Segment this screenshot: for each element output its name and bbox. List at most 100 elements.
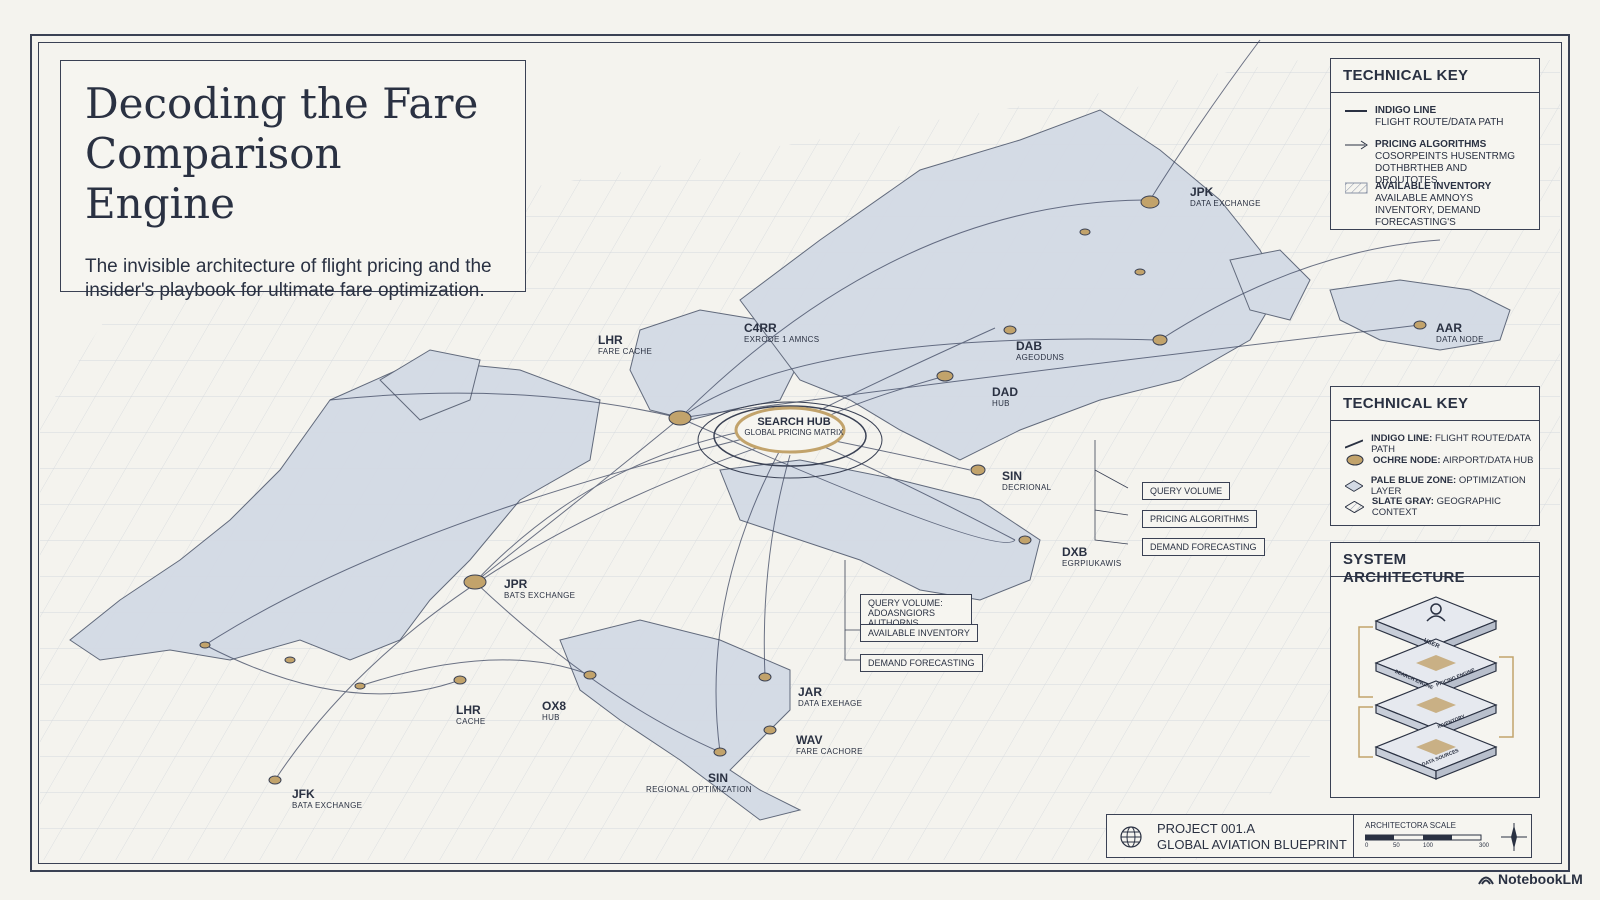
pale-blue-zone-icon: [1345, 480, 1363, 492]
outer-frame: [30, 34, 1570, 872]
leader-lines: [844, 440, 1129, 661]
callout-pricing-algorithms: PRICING ALGORITHMS: [1142, 510, 1258, 528]
brand-name: NotebookLM: [1498, 871, 1583, 887]
route: [204, 644, 461, 695]
route: [829, 439, 971, 471]
sysarch-header: SYSTEM ARCHITECTURE: [1331, 543, 1539, 586]
node-lhr-cache: [453, 675, 467, 685]
node-dxb: [1018, 535, 1032, 545]
title-panel: Decoding the Fare Comparison Engine The …: [60, 60, 526, 301]
brand-logo: NotebookLM: [1478, 871, 1583, 887]
scale-tick: 50: [1393, 843, 1400, 849]
project-id: PROJECT 001.A: [1157, 821, 1256, 836]
node-jpk: [1140, 195, 1160, 209]
callout-demand-forecasting: DEMAND FORECASTING: [1142, 538, 1265, 556]
ochre-node-icon: [1346, 454, 1364, 466]
arrow-icon: [1345, 140, 1368, 150]
scale-tick: 300: [1479, 843, 1490, 849]
key-header: TECHNICAL KEY: [1331, 59, 1539, 93]
project-text: PROJECT 001.A GLOBAL AVIATION BLUEPRINT: [1157, 821, 1347, 853]
route: [329, 392, 681, 419]
north-america-land: [69, 359, 601, 661]
scale-tick: 0: [1365, 843, 1369, 849]
route: [204, 429, 781, 646]
globe-icon: [1120, 826, 1142, 848]
callout-available-inventory: AVAILABLE INVENTORY: [860, 624, 978, 642]
architecture-stack: [1358, 596, 1514, 780]
route: [819, 444, 1016, 541]
node-dad: [936, 370, 954, 382]
hub-sub: GLOBAL PRICING MATRIX: [744, 428, 844, 437]
notebooklm-icon: [1478, 876, 1494, 885]
airport-nodes: [199, 195, 1427, 785]
route: [1149, 39, 1261, 201]
compass-icon: [1501, 823, 1527, 851]
africa-land: [719, 459, 1041, 601]
route: [809, 327, 996, 416]
page-title: Decoding the Fare Comparison Engine: [85, 79, 479, 228]
node-sin: [970, 464, 986, 476]
south-america-land: [559, 619, 802, 821]
key-item: SLATE GRAY: GEOGRAPHIC CONTEXT: [1345, 496, 1539, 518]
search-hub-rings: [697, 401, 883, 479]
slate-gray-icon: [1345, 501, 1364, 513]
key-item: INDIGO LINE: FLIGHT ROUTE/DATA PATH: [1345, 433, 1539, 455]
project-name: GLOBAL AVIATION BLUEPRINT: [1157, 837, 1347, 852]
australia-land: [1329, 279, 1511, 351]
route: [679, 417, 1016, 543]
node-asia-2: [1079, 228, 1091, 236]
node-wav: [763, 725, 777, 735]
route: [359, 659, 591, 687]
node-jfk: [268, 775, 282, 785]
route: [474, 424, 781, 583]
system-architecture-panel: SYSTEM ARCHITECTURE: [1330, 542, 1540, 798]
key-item: OCHRE NODE: AIRPORT/DATA HUB: [1345, 454, 1533, 466]
route: [679, 324, 1421, 419]
inner-frame: [38, 42, 1562, 864]
node-asia-east: [1152, 334, 1168, 346]
project-info-box: PROJECT 001.A GLOBAL AVIATION BLUEPRINT …: [1106, 814, 1532, 858]
node-jpr: [463, 574, 487, 590]
node-asia-3: [1134, 268, 1146, 276]
route: [763, 454, 791, 678]
key-icons: [1345, 110, 1368, 194]
user-icon: [1426, 603, 1446, 622]
node-aar: [1413, 320, 1427, 330]
node-na-1: [199, 641, 211, 649]
japan-land: [1229, 249, 1311, 321]
search-hub-label: SEARCH HUB GLOBAL PRICING MATRIX: [744, 416, 844, 437]
node-ox8: [583, 670, 597, 680]
route: [715, 449, 781, 753]
callout-query-volume: QUERY VOLUME: [1142, 482, 1231, 500]
scale-tick: 100: [1423, 843, 1434, 849]
hub-name: SEARCH HUB: [757, 416, 831, 428]
route: [474, 581, 721, 753]
node-na-2: [284, 656, 296, 664]
node-jar: [758, 672, 772, 682]
hatch-icon: [1345, 182, 1368, 194]
node-lhr-europe: [668, 410, 692, 426]
node-na-3: [354, 682, 366, 690]
route: [679, 199, 1151, 419]
key-header: TECHNICAL KEY: [1331, 387, 1539, 421]
node-sin-south: [713, 747, 727, 757]
greenland-land: [379, 349, 481, 421]
scale-label: ARCHITECTORA SCALE: [1365, 821, 1456, 830]
